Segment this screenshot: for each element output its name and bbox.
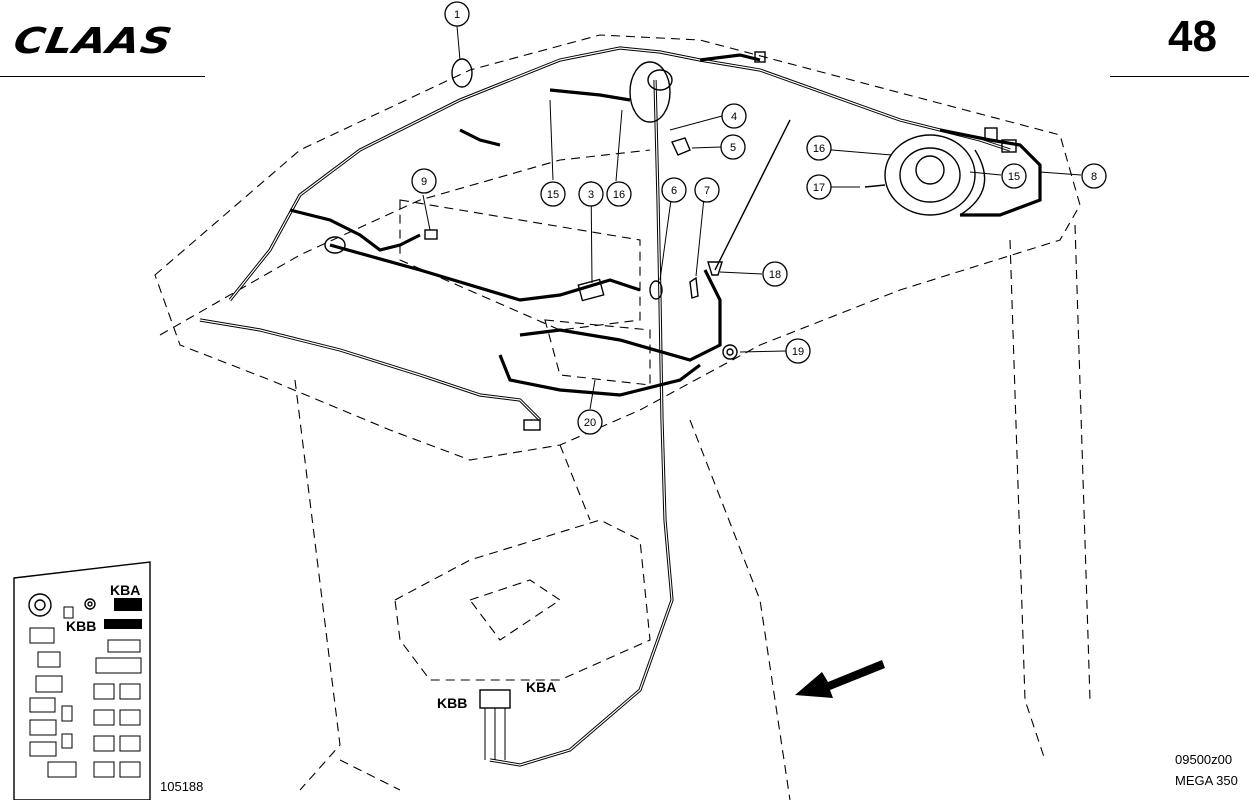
header-rule-right xyxy=(1110,76,1249,77)
svg-text:19: 19 xyxy=(792,346,804,358)
svg-text:15: 15 xyxy=(1008,171,1020,183)
callout-4: 4 xyxy=(721,103,747,129)
grommet-16 xyxy=(629,61,671,123)
callout-16-grommet: 16 xyxy=(606,181,632,207)
plug-kbb-label: KBB xyxy=(437,695,467,711)
svg-text:6: 6 xyxy=(671,185,677,197)
figure-number: 105188 xyxy=(160,779,204,794)
speaker-16 xyxy=(884,134,976,216)
drawing-number: 09500z00 xyxy=(1175,752,1233,767)
svg-text:16: 16 xyxy=(613,189,625,201)
svg-text:1: 1 xyxy=(454,9,460,21)
svg-text:17: 17 xyxy=(813,182,825,194)
callout-7: 7 xyxy=(694,177,720,203)
antenna-18 xyxy=(714,119,791,271)
plug-3 xyxy=(577,278,605,302)
plug-kba-label: KBA xyxy=(526,679,556,695)
callout-8: 8 xyxy=(1081,163,1107,189)
callout-1: 1 xyxy=(444,1,470,27)
clip-5 xyxy=(671,137,691,156)
svg-text:5: 5 xyxy=(730,142,736,154)
callouts: 1 4 5 16 15 3 16 6 7 9 17 15 8 18 19 20 xyxy=(411,1,1107,435)
wire-harness xyxy=(199,46,1042,767)
page-number: 48 xyxy=(1168,12,1217,61)
callout-6: 6 xyxy=(661,177,687,203)
fuse-box-inset: KBA KBB xyxy=(13,561,151,800)
model-name: MEGA 350 xyxy=(1175,773,1238,788)
callout-15-left: 15 xyxy=(540,181,566,207)
callout-5: 5 xyxy=(720,134,746,160)
callout-18: 18 xyxy=(762,261,788,287)
callout-17: 17 xyxy=(806,174,832,200)
svg-text:7: 7 xyxy=(704,185,710,197)
clip-7 xyxy=(689,276,699,299)
cab-outline xyxy=(154,34,1091,800)
components xyxy=(324,51,1017,760)
inset-kbb-label: KBB xyxy=(66,618,96,634)
svg-text:16: 16 xyxy=(813,143,825,155)
svg-text:4: 4 xyxy=(731,111,737,123)
screw-17 xyxy=(864,184,886,188)
svg-text:3: 3 xyxy=(588,189,594,201)
svg-text:9: 9 xyxy=(421,176,427,188)
inset-kba-label: KBA xyxy=(110,582,140,598)
grommet-ring-1 xyxy=(451,58,473,88)
svg-text:20: 20 xyxy=(584,417,596,429)
callout-20: 20 xyxy=(577,409,603,435)
callout-16-speaker: 16 xyxy=(806,135,832,161)
clip-6 xyxy=(649,280,663,300)
header-rule-left xyxy=(0,76,205,77)
callout-3: 3 xyxy=(578,181,604,207)
callout-9: 9 xyxy=(411,168,437,194)
callout-leaders xyxy=(422,25,1082,410)
direction-arrow xyxy=(795,660,885,698)
callout-15-right: 15 xyxy=(1001,163,1027,189)
main-plug-connector xyxy=(479,689,511,709)
svg-text:15: 15 xyxy=(547,189,559,201)
grommet-19 xyxy=(722,344,738,360)
svg-text:8: 8 xyxy=(1091,171,1097,183)
callout-19: 19 xyxy=(785,338,811,364)
svg-text:18: 18 xyxy=(769,269,781,281)
